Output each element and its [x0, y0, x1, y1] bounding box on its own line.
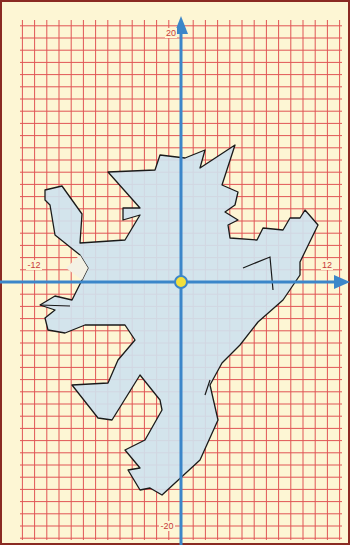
grid-line — [46, 20, 47, 540]
origin-dot — [175, 276, 187, 288]
axis-value: -20 — [159, 521, 174, 531]
x-arrowhead — [334, 275, 350, 289]
axis-value: -12 — [26, 260, 41, 270]
lion-shape — [40, 145, 318, 495]
grid-line — [34, 20, 35, 540]
axis-value: 12 — [321, 260, 333, 270]
grid-line — [303, 20, 304, 540]
tail-highlight — [66, 255, 88, 280]
grid-line — [327, 20, 328, 540]
x-axis — [0, 281, 336, 284]
lion-inner-stroke — [40, 257, 273, 395]
grid-line — [59, 20, 60, 540]
axes — [0, 16, 350, 545]
grid-line — [22, 20, 23, 540]
axis-value: 20 — [165, 28, 177, 38]
grid-line — [315, 20, 316, 540]
grid-line — [71, 20, 72, 540]
